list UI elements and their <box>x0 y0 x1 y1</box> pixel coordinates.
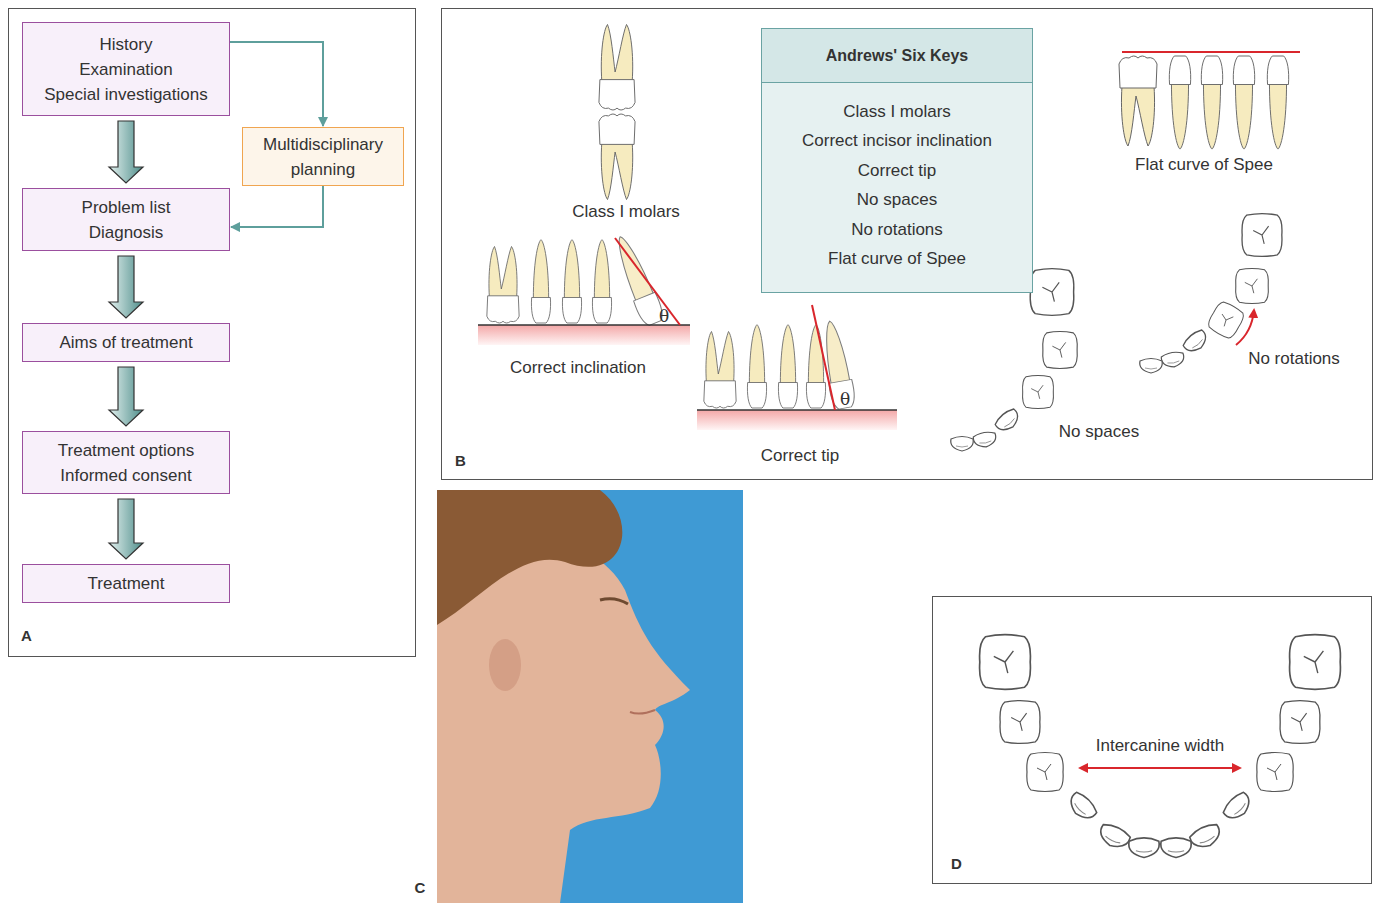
key-item: Correct tip <box>762 156 1032 185</box>
key-list: Class I molarsCorrect incisor inclinatio… <box>762 83 1032 273</box>
block-arrow <box>109 367 143 426</box>
panel-letter: C <box>300 879 540 897</box>
box-text: Treatment options <box>58 438 194 463</box>
block-arrow <box>109 256 143 318</box>
box-text: Aims of treatment <box>59 330 192 355</box>
panel-frame: BAndrews' Six KeysClass I molarsCorrect … <box>441 8 1373 480</box>
elbow-connector <box>231 186 323 227</box>
box-text: Examination <box>79 57 173 82</box>
process-box: HistoryExaminationSpecial investigations <box>22 22 230 116</box>
box-text: Special investigations <box>44 82 207 107</box>
key-item: Correct incisor inclination <box>762 126 1032 155</box>
caption-label: No rotations <box>1174 349 1383 369</box>
process-box: Treatment <box>22 564 230 603</box>
panel-frame: A HistoryExaminationSpecial investigation… <box>8 8 416 657</box>
block-arrow <box>109 499 143 559</box>
caption-label: Class I molars <box>506 202 746 222</box>
key-item: Class I molars <box>762 97 1032 126</box>
caption-label: θ <box>725 389 965 409</box>
caption-label: Flat curve of Spee <box>1084 155 1324 175</box>
process-box: Problem listDiagnosis <box>22 188 230 251</box>
box-text: Informed consent <box>60 463 191 488</box>
caption-label: Intercanine width <box>1040 736 1280 756</box>
box-text: Treatment <box>88 571 165 596</box>
process-box: Treatment optionsInformed consent <box>22 431 230 494</box>
caption-label: Correct tip <box>680 446 920 466</box>
box-heading: Andrews' Six Keys <box>762 29 1032 83</box>
caption-label: No spaces <box>979 422 1219 442</box>
planning-box: Multidisciplinary planning <box>242 127 404 186</box>
caption-label: θ <box>544 306 784 326</box>
panel-letter: B <box>455 452 466 470</box>
panel-letter: D <box>951 855 962 873</box>
block-arrow <box>109 121 143 183</box>
panel-letter: A <box>21 627 32 645</box>
box-text: Diagnosis <box>89 220 164 245</box>
elbow-connector <box>230 42 323 126</box>
key-item: Flat curve of Spee <box>762 244 1032 273</box>
box-text: Problem list <box>82 195 171 220</box>
process-box: Aims of treatment <box>22 323 230 362</box>
caption-label: Correct inclination <box>458 358 698 378</box>
key-list-box: Andrews' Six KeysClass I molarsCorrect i… <box>761 28 1033 293</box>
box-text: Multidisciplinary planning <box>251 132 395 182</box>
key-item: No rotations <box>762 215 1032 244</box>
key-item: No spaces <box>762 185 1032 214</box>
box-text: History <box>100 32 153 57</box>
